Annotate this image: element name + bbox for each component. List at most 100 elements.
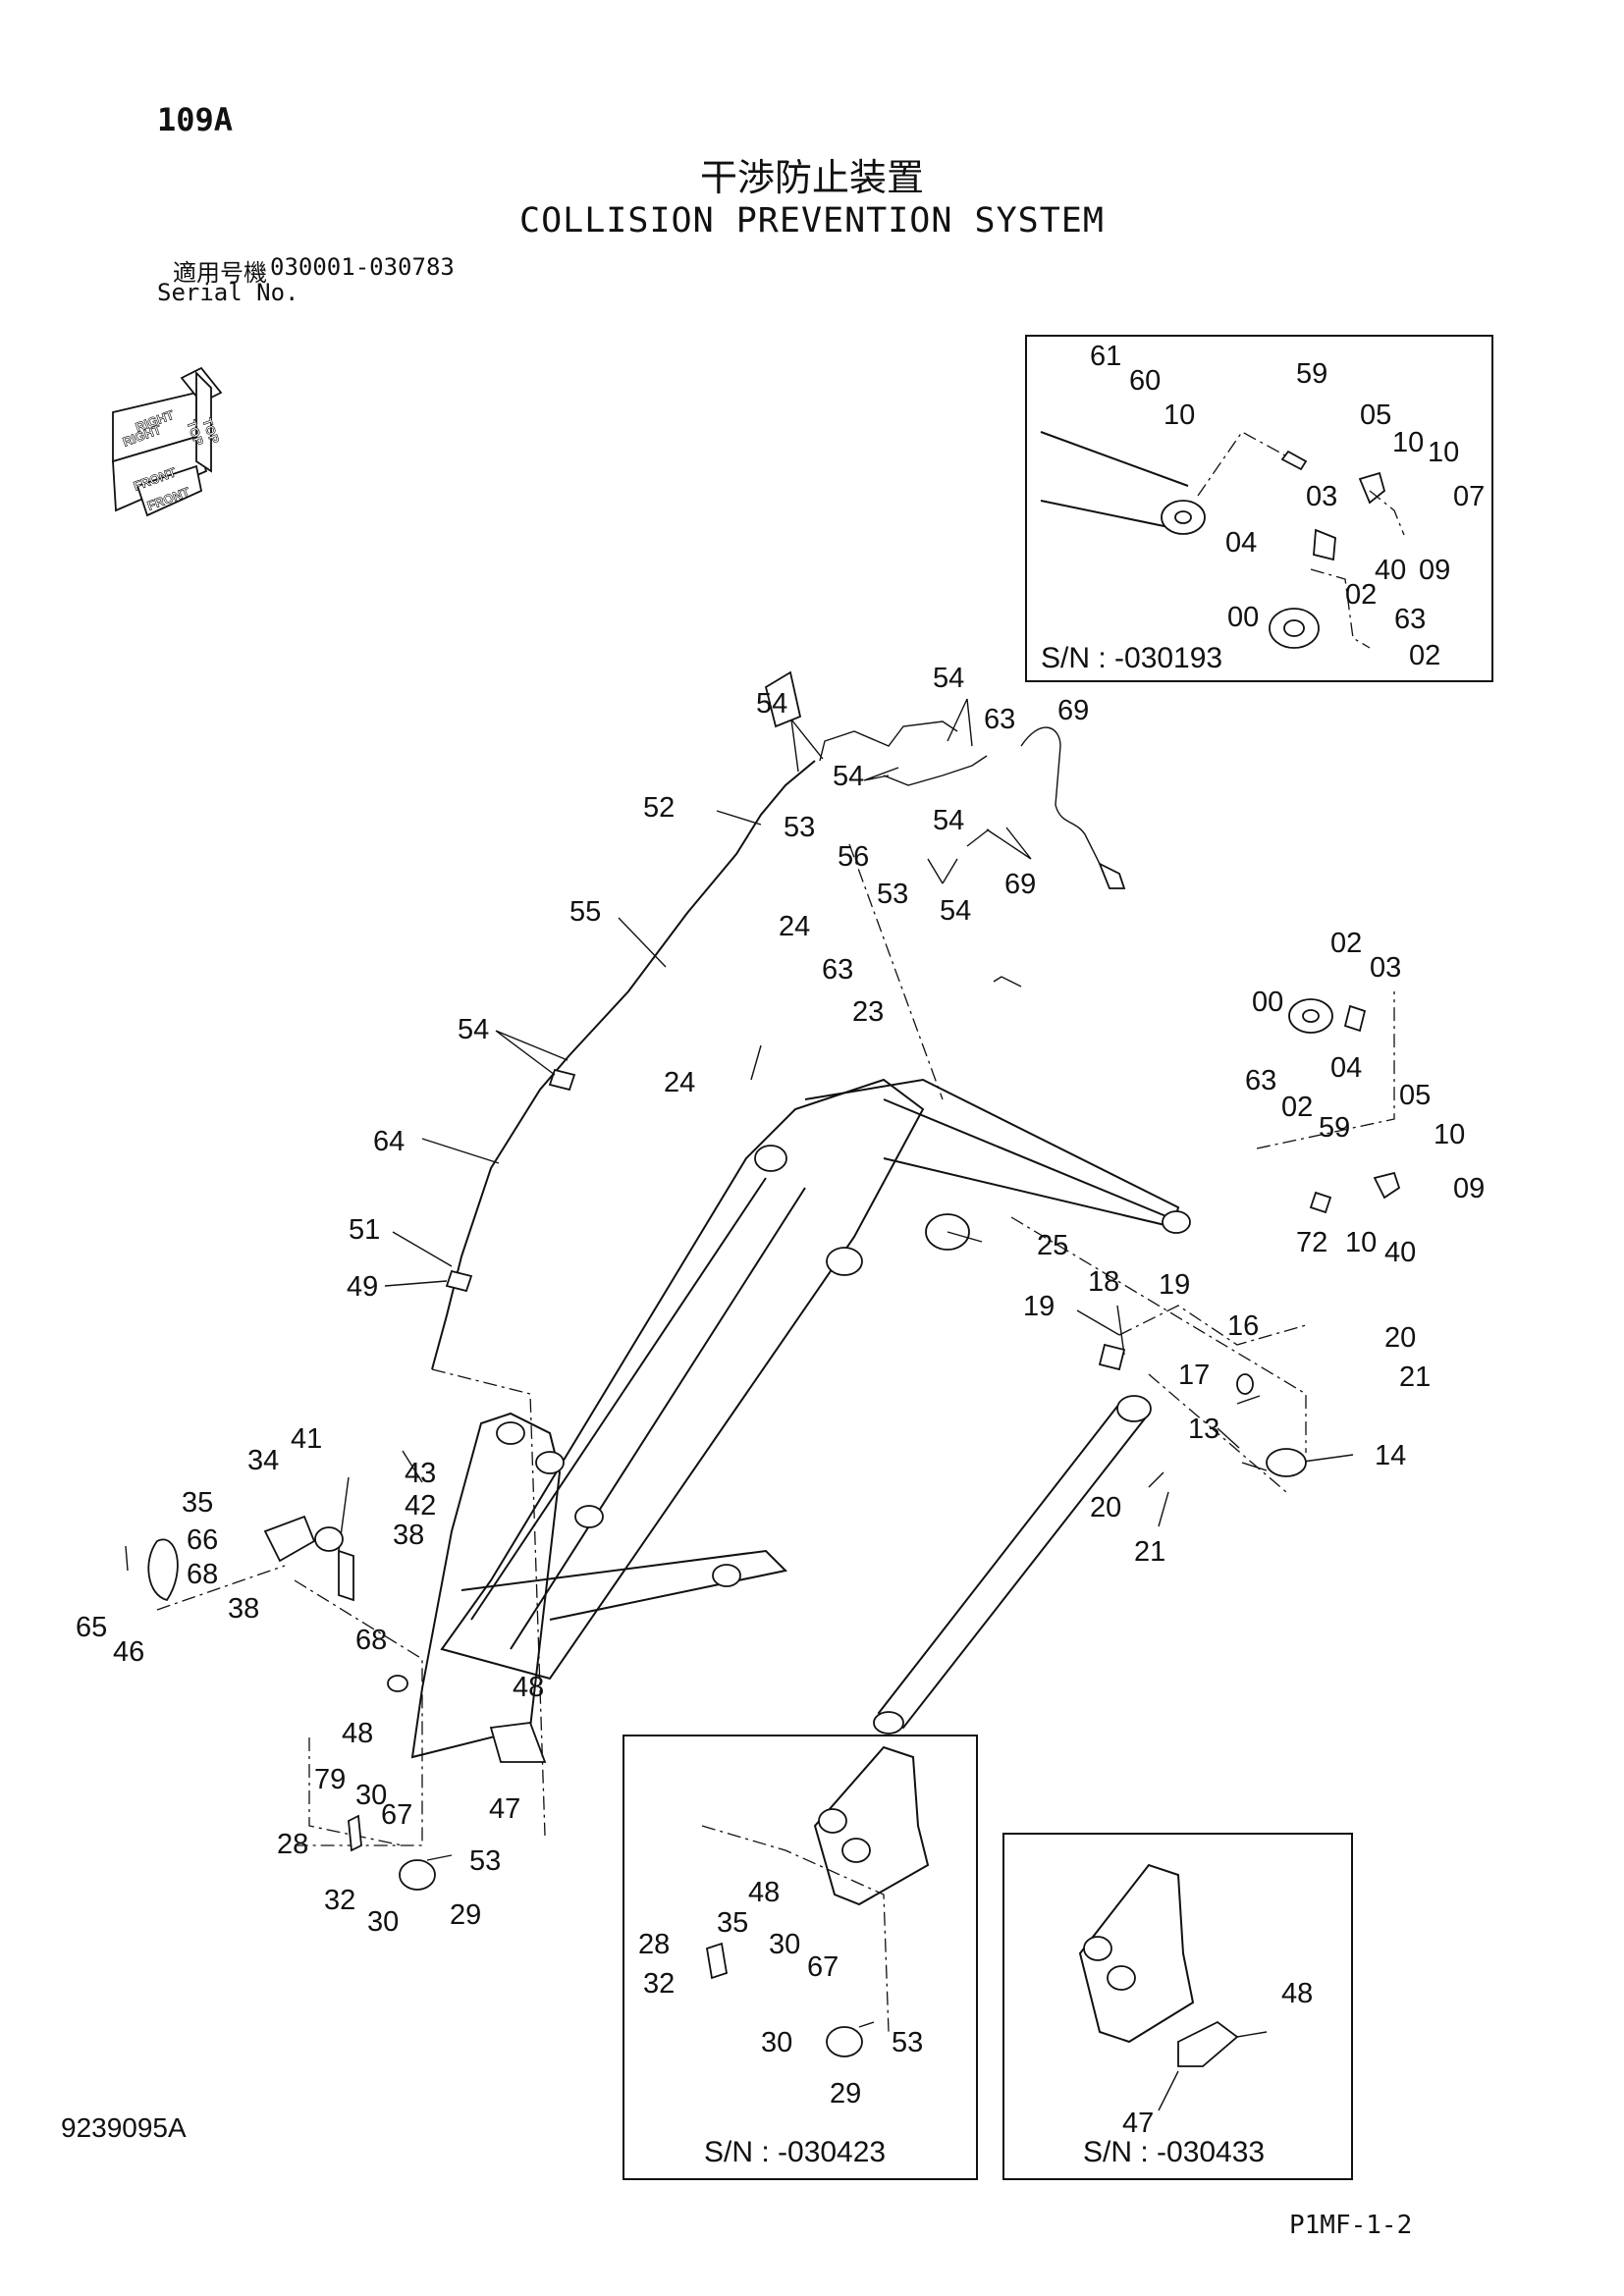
callout-30: 30 bbox=[355, 1780, 387, 1811]
inset-callout-28: 28 bbox=[638, 1929, 670, 1960]
callout-21: 21 bbox=[1399, 1362, 1431, 1393]
callout-19: 19 bbox=[1023, 1291, 1055, 1322]
callout-02: 02 bbox=[1345, 579, 1377, 611]
callout-07: 07 bbox=[1453, 481, 1485, 512]
callout-16: 16 bbox=[1227, 1310, 1259, 1342]
callout-69b: 69 bbox=[1004, 869, 1036, 900]
leader-lines bbox=[125, 698, 1354, 1572]
callout-53: 53 bbox=[784, 812, 815, 843]
inset-serial-030423: S/N : -030423 bbox=[704, 2136, 886, 2168]
callout-r63: 63 bbox=[1245, 1065, 1276, 1096]
callout-53b: 53 bbox=[877, 879, 908, 910]
callout-04: 04 bbox=[1225, 527, 1257, 559]
callout-79: 79 bbox=[314, 1764, 346, 1795]
boom-end-parts bbox=[1098, 998, 1401, 1477]
callout-63: 63 bbox=[1394, 604, 1426, 635]
inset-callout-30b: 30 bbox=[761, 2027, 792, 2058]
callout-r10: 10 bbox=[1434, 1119, 1465, 1150]
callout-64: 64 bbox=[373, 1126, 405, 1157]
callout-r04: 04 bbox=[1330, 1052, 1362, 1084]
callout-60: 60 bbox=[1129, 365, 1161, 397]
callout-54e: 54 bbox=[940, 895, 971, 927]
inset-frame-3 bbox=[1002, 1833, 1353, 2180]
callout-54: 54 bbox=[756, 688, 787, 720]
callout-63: 63 bbox=[984, 704, 1015, 735]
callout-14: 14 bbox=[1375, 1440, 1406, 1471]
callout-13: 13 bbox=[1188, 1414, 1219, 1445]
callout-38: 38 bbox=[393, 1520, 424, 1551]
callout-34: 34 bbox=[247, 1445, 279, 1476]
callout-10c: 10 bbox=[1428, 437, 1459, 468]
inset-frame bbox=[1025, 335, 1493, 682]
inset-bottom-center: 48 35 28 30 67 32 30 53 29 S/N : -030423 bbox=[623, 1735, 978, 2180]
callout-65: 65 bbox=[76, 1612, 107, 1643]
callout-54d: 54 bbox=[933, 805, 964, 836]
callout-r00: 00 bbox=[1252, 987, 1283, 1018]
title-japanese: 干渉防止装置 bbox=[699, 156, 924, 199]
inset-frame-2 bbox=[623, 1735, 978, 2180]
inset-bottom-right: 48 47 S/N : -030433 bbox=[1002, 1833, 1353, 2180]
callout-61: 61 bbox=[1090, 341, 1121, 372]
orientation-indicator: RIGHT FRONT FRONT TOP TOP RIGHT bbox=[112, 366, 223, 517]
callout-68b: 68 bbox=[355, 1625, 387, 1656]
inset-callout-j47: 47 bbox=[1122, 2108, 1154, 2139]
boom-assembly bbox=[147, 1078, 1191, 1763]
callout-54c: 54 bbox=[833, 761, 864, 792]
serial-range: 030001-030783 bbox=[270, 253, 455, 281]
callout-18: 18 bbox=[1088, 1266, 1119, 1298]
callout-41: 41 bbox=[291, 1423, 322, 1455]
callout-r03: 03 bbox=[1370, 952, 1401, 984]
inset-callout-67: 67 bbox=[807, 1951, 839, 1983]
inset-callout-j48: 48 bbox=[1281, 1978, 1313, 2009]
callout-52: 52 bbox=[643, 792, 675, 824]
callout-69: 69 bbox=[1057, 695, 1089, 726]
lower-left-parts bbox=[263, 1515, 453, 1891]
callout-66: 66 bbox=[187, 1524, 218, 1556]
callout-r02b: 02 bbox=[1281, 1092, 1313, 1123]
callout-25: 25 bbox=[1037, 1230, 1068, 1261]
callout-05: 05 bbox=[1360, 400, 1391, 431]
callout-54b: 54 bbox=[933, 663, 964, 694]
callout-48b: 48 bbox=[342, 1718, 373, 1749]
callout-r05: 05 bbox=[1399, 1080, 1431, 1111]
serial-label-english: Serial No. bbox=[157, 279, 299, 306]
callout-02b: 02 bbox=[1409, 640, 1440, 671]
callout-20: 20 bbox=[1384, 1322, 1416, 1354]
inset-callout-32: 32 bbox=[643, 1968, 675, 2000]
callout-03: 03 bbox=[1306, 481, 1337, 512]
inset-top-right: 61 60 10 59 05 10 10 03 07 04 40 09 02 0… bbox=[1025, 335, 1493, 682]
inset-serial-030193: S/N : -030193 bbox=[1041, 642, 1222, 674]
callout-09: 09 bbox=[1419, 555, 1450, 586]
callout-28: 28 bbox=[277, 1829, 308, 1860]
callout-32: 32 bbox=[324, 1885, 355, 1916]
callout-29: 29 bbox=[450, 1899, 481, 1931]
callout-r09: 09 bbox=[1453, 1173, 1485, 1204]
callout-47: 47 bbox=[489, 1793, 520, 1825]
callout-24: 24 bbox=[779, 911, 810, 942]
callout-21b: 21 bbox=[1134, 1536, 1165, 1568]
callout-56: 56 bbox=[838, 841, 869, 873]
callout-43: 43 bbox=[405, 1458, 436, 1489]
callout-54f: 54 bbox=[458, 1014, 489, 1045]
callout-00: 00 bbox=[1227, 602, 1259, 633]
callout-24b: 24 bbox=[664, 1067, 695, 1098]
callout-r02: 02 bbox=[1330, 928, 1362, 959]
callout-r72: 72 bbox=[1296, 1227, 1327, 1258]
callout-55: 55 bbox=[569, 896, 601, 928]
page-code: P1MF-1-2 bbox=[1289, 2211, 1413, 2240]
callout-r40: 40 bbox=[1384, 1237, 1416, 1268]
callout-17: 17 bbox=[1178, 1360, 1210, 1391]
inset-callout-30: 30 bbox=[769, 1929, 800, 1960]
callout-68: 68 bbox=[187, 1559, 218, 1590]
inset-callout-29: 29 bbox=[830, 2078, 861, 2109]
callout-63b: 63 bbox=[822, 954, 853, 986]
serial-label-japanese: 適用号機 bbox=[173, 259, 267, 287]
inset-serial-030433: S/N : -030433 bbox=[1083, 2136, 1265, 2168]
callout-48: 48 bbox=[513, 1672, 544, 1703]
main-callouts: 54 54 63 69 52 54 53 54 56 53 54 69 55 2… bbox=[76, 663, 1485, 1938]
document-number: 9239095A bbox=[61, 2112, 187, 2143]
callout-42: 42 bbox=[405, 1490, 436, 1522]
callout-67: 67 bbox=[381, 1799, 412, 1831]
inset-callout-48: 48 bbox=[748, 1877, 780, 1908]
callout-49: 49 bbox=[347, 1271, 378, 1303]
